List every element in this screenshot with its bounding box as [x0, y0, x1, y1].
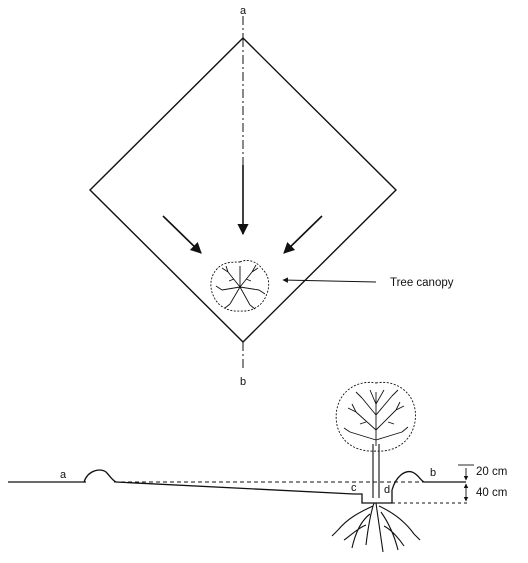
label-b-section: b [430, 467, 436, 479]
ridge-left [83, 469, 117, 483]
tree-canopy-pointer [282, 277, 377, 283]
root-system-icon [331, 502, 421, 553]
ridge-right [391, 470, 425, 491]
catchment-slope [115, 481, 355, 495]
dimension-40cm: 40 cm [476, 487, 507, 499]
label-d-section: d [384, 484, 390, 496]
flow-arrow-right [283, 215, 323, 254]
tree-canopy-icon [210, 259, 270, 312]
label-a-section: a [60, 469, 67, 481]
label-a-top: a [240, 5, 247, 17]
tree-elevation-icon [335, 381, 416, 498]
flow-arrow-left [162, 215, 202, 254]
cross-section: a b c d 20 cm 40 cm [8, 381, 507, 553]
plan-view: a b Tree canopy [89, 5, 454, 388]
tree-canopy-label: Tree canopy [390, 277, 454, 289]
label-b-bottom: b [240, 376, 246, 388]
label-c-section: c [351, 482, 357, 494]
planting-pit [354, 490, 393, 504]
dimension-20cm: 20 cm [476, 466, 507, 478]
